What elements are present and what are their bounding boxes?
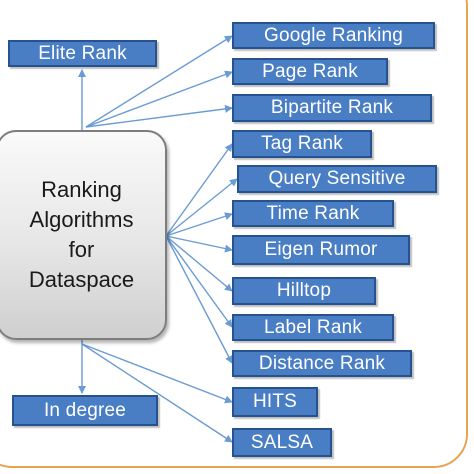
connector-arrow bbox=[165, 235, 233, 364]
elite-rank-node: Elite Rank bbox=[8, 40, 157, 67]
center-line-3: for bbox=[68, 237, 95, 262]
algorithm-label: SALSA bbox=[250, 431, 314, 453]
center-line-2: Algorithms bbox=[29, 207, 134, 232]
connector-arrow bbox=[81, 343, 233, 443]
algorithm-label: Page Rank bbox=[262, 60, 358, 82]
elite-rank-label: Elite Rank bbox=[38, 42, 127, 64]
algorithm-node-time-rank: Time Rank bbox=[232, 200, 394, 227]
algorithm-label: HITS bbox=[252, 391, 298, 412]
algorithm-label: Hilltop bbox=[276, 280, 332, 301]
connector-arrow bbox=[85, 104, 233, 128]
algorithm-node-hilltop: Hilltop bbox=[232, 277, 376, 305]
algorithm-node-query-sensitive: Query Sensitive bbox=[237, 165, 437, 193]
algorithm-node-distance-rank: Distance Rank bbox=[232, 350, 412, 377]
algorithm-node-google-ranking: Google Ranking bbox=[232, 22, 435, 49]
connector-arrow bbox=[165, 178, 238, 237]
connector-arrow bbox=[85, 35, 233, 128]
algorithm-label: Bipartite Rank bbox=[270, 97, 394, 118]
algorithm-label: Time Rank bbox=[266, 202, 360, 224]
algorithm-node-bipartite-rank: Bipartite Rank bbox=[232, 94, 432, 122]
in-degree-label: In degree bbox=[43, 399, 127, 421]
outer-frame bbox=[0, 0, 468, 468]
algorithm-node-eigen-rumor: Eigen Rumor bbox=[232, 235, 410, 265]
algorithm-label: Query Sensitive bbox=[268, 168, 406, 189]
connector-arrow bbox=[165, 143, 233, 237]
connector-arrow bbox=[165, 235, 233, 328]
algorithm-label: Google Ranking bbox=[263, 24, 404, 46]
algorithm-node-hits: HITS bbox=[232, 387, 318, 417]
connector-arrow bbox=[165, 235, 233, 253]
connector-arrow bbox=[165, 235, 233, 292]
algorithm-node-page-rank: Page Rank bbox=[232, 58, 388, 85]
algorithm-node-label-rank: Label Rank bbox=[232, 314, 394, 341]
algorithm-label: Label Rank bbox=[263, 316, 363, 338]
algorithm-node-salsa: SALSA bbox=[232, 428, 332, 457]
connector-arrow bbox=[81, 343, 233, 404]
connector-arrow bbox=[85, 70, 233, 128]
center-line-4: Dataspace bbox=[28, 267, 135, 292]
central-topic-box: Ranking Algorithms for Dataspace bbox=[0, 130, 167, 340]
connector-arrow bbox=[165, 212, 233, 237]
in-degree-node: In degree bbox=[12, 395, 158, 426]
center-line-1: Ranking bbox=[41, 177, 122, 202]
algorithm-label: Distance Rank bbox=[258, 352, 386, 374]
algorithm-label: Eigen Rumor bbox=[264, 239, 378, 260]
algorithm-label: Tag Rank bbox=[261, 133, 343, 154]
algorithm-node-tag-rank: Tag Rank bbox=[232, 130, 372, 158]
